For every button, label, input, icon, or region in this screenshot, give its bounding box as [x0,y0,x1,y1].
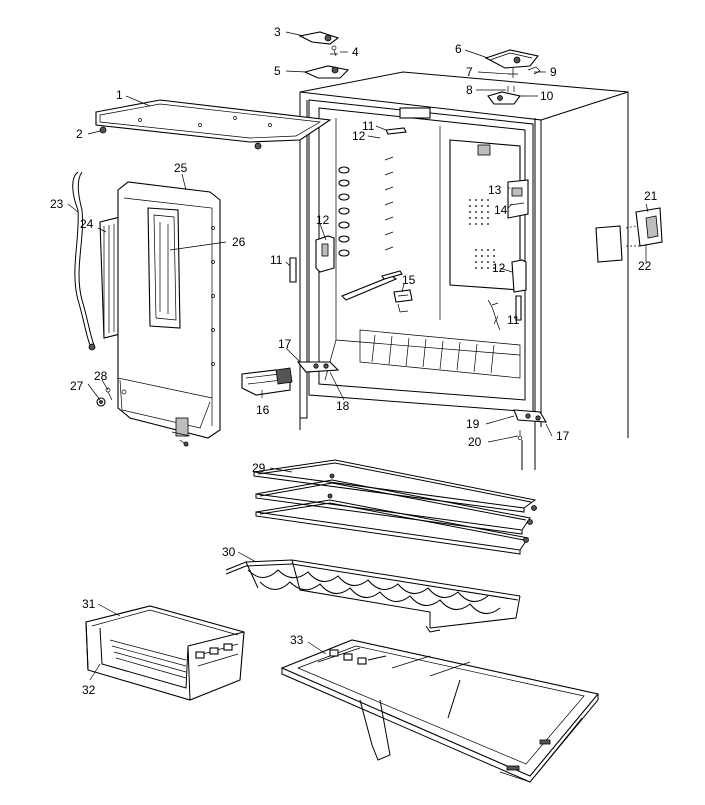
callout-18: 18 [336,399,350,413]
callout-26: 26 [232,235,246,249]
inner-wiring [487,299,501,331]
callout-25: 25 [174,161,188,175]
callout-7: 7 [466,65,473,79]
callout-1: 1 [116,88,123,102]
callout-17-left: 17 [278,337,292,351]
shelf-rail-top [381,270,403,280]
callout-19: 19 [466,417,480,431]
rear-wall-cover [449,139,521,291]
callout-20: 20 [468,435,482,449]
wine-rack [225,559,521,633]
callout-10: 10 [540,89,554,103]
glass-tray [280,639,599,783]
callout-11-top: 11 [362,119,375,133]
callout-21: 21 [644,189,658,203]
callout-23: 23 [50,197,64,211]
leader-lines [67,31,649,681]
callout-14: 14 [494,203,508,217]
vent-dots-lower [475,249,495,269]
vent-dots-upper [469,199,489,225]
callout-5: 4 [352,45,359,59]
callout-33: 33 [290,633,304,647]
wire-shelves [253,459,537,555]
callout-29: 29 [252,461,266,475]
bottom-hinge-right [513,409,548,441]
floor-ribs [359,329,521,379]
crisper-drawer [85,605,245,701]
side-panel [595,207,663,263]
callout-12-right: 12 [492,261,506,275]
top-hinge-left [298,31,350,79]
control-bracket [507,179,529,219]
callout-24: 24 [80,217,94,231]
top-hinge-right [484,49,541,105]
callout-12-top: 12 [352,129,366,143]
callout-4: 5 [274,64,281,78]
bottom-hinge-left [296,361,340,373]
callout-27: 27 [70,379,84,393]
callout-3: 3 [274,25,281,39]
side-clip-left [315,235,335,273]
door-screw [96,387,113,407]
callout-6: 6 [455,42,462,56]
callout-15: 15 [402,273,416,287]
callout-9: 9 [550,65,557,79]
callout-30: 30 [222,545,236,559]
callout-17-right: 17 [556,429,570,443]
side-clip-right [511,259,527,293]
callout-8: 8 [466,83,473,97]
shelf-support-row-left [338,166,350,257]
door-gasket-wire [72,171,96,351]
callout-32: 32 [82,683,96,697]
shelf-rail [341,275,398,301]
door-inner-liner [117,181,221,447]
top-cover [95,99,332,150]
callout-16: 16 [256,403,270,417]
callout-12-left: 12 [316,213,330,227]
pins [289,127,522,321]
callout-11-left: 11 [270,253,283,267]
callout-22: 22 [638,259,652,273]
callout-13: 13 [488,183,502,197]
callout-28: 28 [94,369,108,383]
callout-2: 2 [76,127,83,141]
shelf-support-row-right [384,156,394,251]
callout-labels: 1 2 3 4 5 6 7 8 9 10 11 11 11 12 12 12 1… [50,25,658,697]
callout-11-right: 11 [507,313,520,327]
small-fixture [393,289,413,313]
callout-31: 31 [82,597,96,611]
lower-hinge-bracket [241,367,293,396]
